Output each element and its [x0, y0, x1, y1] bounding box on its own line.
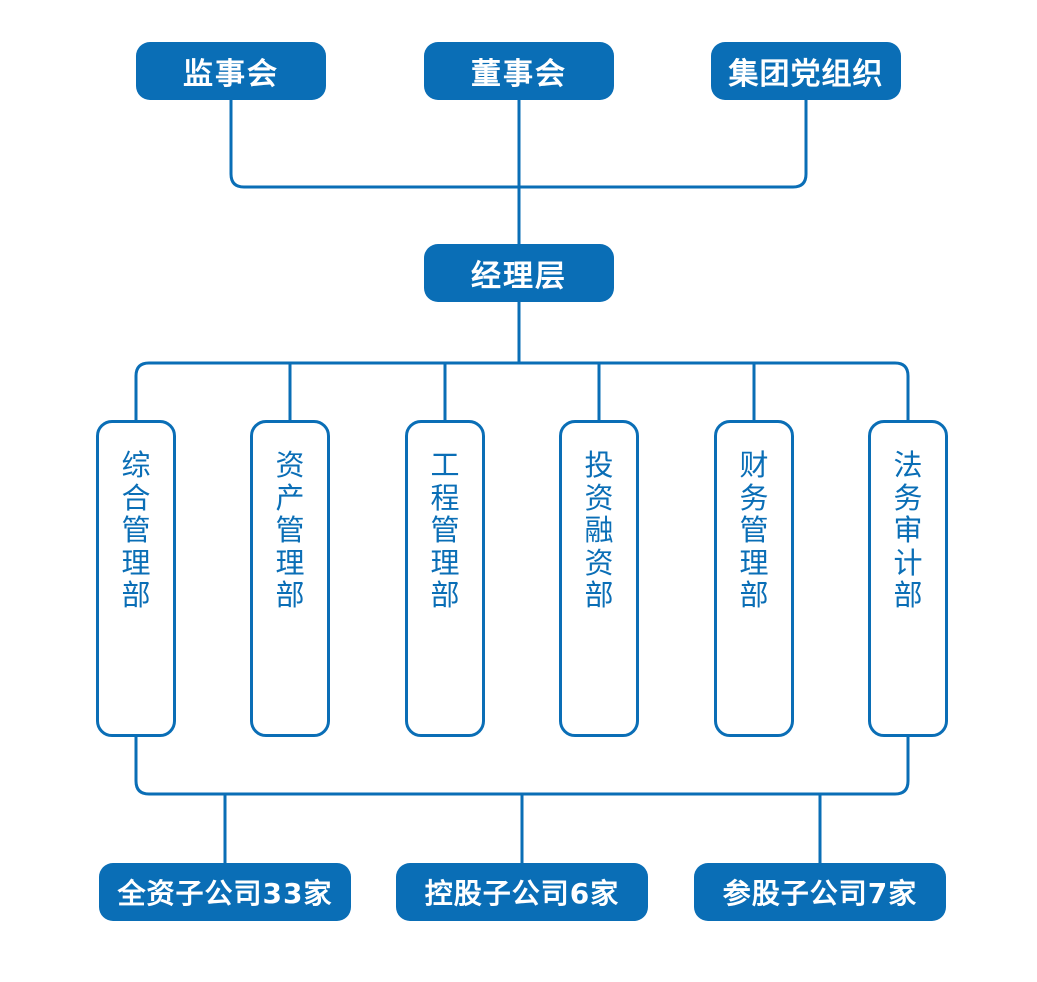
department-box-legal-audit: 法务审计部 [868, 420, 948, 737]
department-box-general-management: 综合管理部 [96, 420, 176, 737]
department-label: 综合管理部 [121, 448, 151, 612]
supervisory-board-box: 监事会 [136, 42, 326, 100]
department-label: 资产管理部 [275, 448, 305, 612]
department-box-asset-management: 资产管理部 [250, 420, 330, 737]
department-label: 法务审计部 [893, 448, 923, 612]
department-box-investment-financing: 投资融资部 [559, 420, 639, 737]
participating-subsidiaries-box: 参股子公司7家 [694, 863, 946, 921]
party-organization-label: 集团党组织 [728, 57, 884, 92]
department-label: 工程管理部 [430, 448, 460, 612]
holding-subsidiaries-box: 控股子公司6家 [396, 863, 648, 921]
board-of-directors-label: 董事会 [471, 57, 567, 92]
board-of-directors-box: 董事会 [424, 42, 614, 100]
department-box-finance-management: 财务管理部 [714, 420, 794, 737]
connector-top-left [229, 100, 519, 189]
holding-subsidiaries-label: 控股子公司6家 [424, 877, 620, 910]
connector-dept-bar [134, 361, 910, 420]
department-label: 投资融资部 [584, 448, 614, 612]
participating-subsidiaries-label: 参股子公司7家 [722, 877, 918, 910]
wholly-owned-subsidiaries-label: 全资子公司33家 [117, 877, 333, 910]
department-box-engineering-management: 工程管理部 [405, 420, 485, 737]
party-organization-box: 集团党组织 [711, 42, 901, 100]
connector-top-right [519, 100, 808, 189]
management-box: 经理层 [424, 244, 614, 302]
wholly-owned-subsidiaries-box: 全资子公司33家 [99, 863, 351, 921]
supervisory-board-label: 监事会 [183, 57, 279, 92]
department-label: 财务管理部 [739, 448, 769, 612]
management-label: 经理层 [471, 259, 567, 294]
connector-bottom-bar [134, 737, 910, 796]
